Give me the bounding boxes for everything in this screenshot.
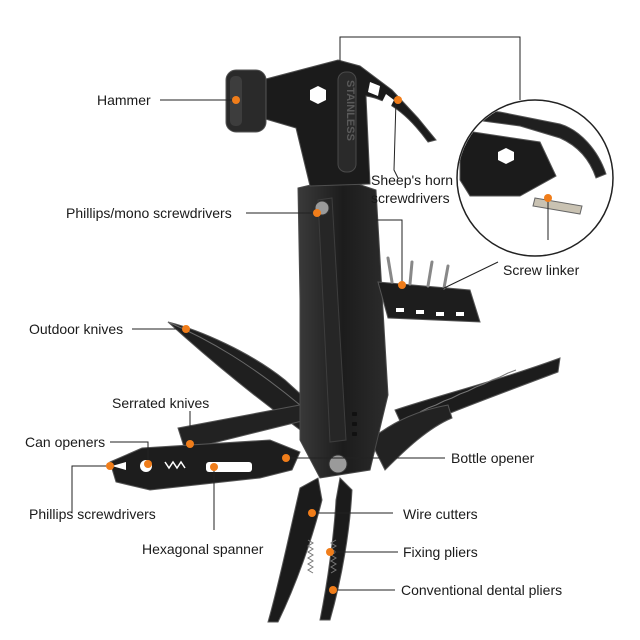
screw-linker-bit — [532, 197, 583, 215]
leader-screw-linker — [439, 261, 499, 291]
callout-dot-can-openers — [144, 460, 152, 468]
stainless-engraving — [337, 71, 357, 173]
label-bottle-opener: Bottle opener — [451, 450, 535, 466]
callout-dots — [106, 96, 552, 594]
leader-can-openers — [110, 441, 149, 462]
callout-dot-wire-cutters — [308, 509, 316, 517]
callout-dot-dental-pliers — [329, 586, 337, 594]
can-opener-spanner-plate — [109, 439, 301, 491]
plier-jaw-right — [319, 476, 353, 621]
label-dental-pliers: Conventional dental pliers — [401, 582, 563, 598]
callout-dot-hex-spanner — [210, 463, 218, 471]
hex-hole — [310, 86, 326, 104]
callout-dot-fixing-pliers — [326, 548, 334, 556]
callout-dot-hammer — [232, 96, 240, 104]
label-can-openers: Can openers — [25, 434, 106, 450]
leader-sheeps-horn — [393, 99, 399, 179]
bit-holder — [377, 281, 481, 323]
label-fixing-pliers: Fixing pliers — [403, 544, 478, 560]
label-outdoor-knives: Outdoor knives — [29, 321, 124, 337]
callout-dot-bits — [398, 281, 406, 289]
leader-lines — [71, 36, 549, 591]
callout-dot-outdoor-knives — [182, 325, 190, 333]
callout-dot-serrated-knives — [186, 440, 194, 448]
callout-dot-phillips-mono — [313, 209, 321, 217]
multitool-illustration: STAINLESS — [109, 59, 561, 623]
label-hex-spanner: Hexagonal spanner — [142, 541, 264, 557]
label-serrated-knives: Serrated knives — [112, 395, 210, 411]
callout-dot-phillips-screwdrivers — [106, 462, 114, 470]
callout-dot-screw-linker — [544, 194, 552, 202]
label-sheeps-horn-line1: Sheep's horn — [371, 172, 454, 188]
label-sheeps-horn-line2: screwdrivers — [371, 190, 450, 206]
label-screw-linker: Screw linker — [503, 262, 580, 278]
leader-bits — [376, 219, 403, 285]
leader-zoom-connector — [339, 36, 521, 100]
plier-jaw-left — [267, 477, 323, 623]
callout-dot-sheeps-horn — [394, 96, 402, 104]
label-phillips-mono: Phillips/mono screwdrivers — [66, 205, 232, 221]
label-hammer: Hammer — [97, 92, 151, 108]
label-phillips-screwdrivers: Phillips screwdrivers — [29, 506, 156, 522]
pivot-rivet — [328, 454, 348, 474]
zoom-inset — [456, 99, 614, 257]
bottle-opener-arm — [369, 404, 453, 471]
callout-dot-bottle-opener — [282, 454, 290, 462]
leader-phillips-screwdrivers — [71, 465, 108, 513]
label-wire-cutters: Wire cutters — [403, 506, 478, 522]
engraving-text: STAINLESS — [344, 80, 356, 141]
